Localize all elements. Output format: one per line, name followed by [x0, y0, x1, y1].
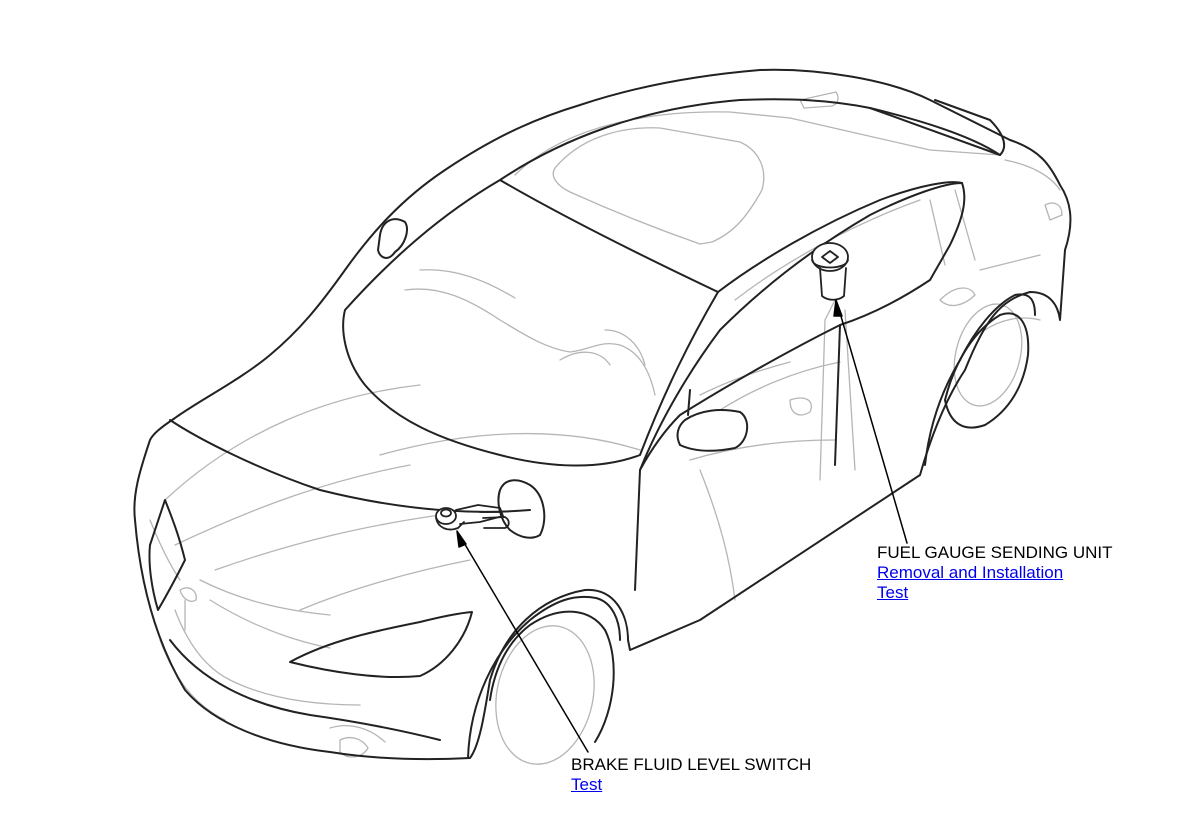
fuel-gauge-removal-link[interactable]: Removal and Installation: [877, 563, 1064, 582]
brake-fluid-switch-icon: [435, 504, 510, 531]
fuel-gauge-callout: FUEL GAUGE SENDING UNIT Removal and Inst…: [877, 543, 1113, 603]
car-detail-lines: [149, 91, 1063, 765]
brake-fluid-callout: BRAKE FLUID LEVEL SWITCH Test: [571, 755, 811, 795]
fuel-leader-line: [837, 305, 908, 544]
fuel-leader-arrow: [833, 299, 843, 317]
brake-leader-line: [459, 535, 589, 753]
fuel-gauge-test-link[interactable]: Test: [877, 583, 909, 602]
fuel-gauge-title: FUEL GAUGE SENDING UNIT: [877, 543, 1113, 562]
leader-lines: [456, 299, 908, 753]
brake-fluid-title: BRAKE FLUID LEVEL SWITCH: [571, 755, 812, 774]
brake-leader-arrow: [456, 530, 467, 548]
brake-fluid-test-link[interactable]: Test: [571, 775, 603, 794]
car-outline: [133, 68, 1072, 761]
fuel-gauge-sending-unit-icon: [811, 242, 849, 301]
